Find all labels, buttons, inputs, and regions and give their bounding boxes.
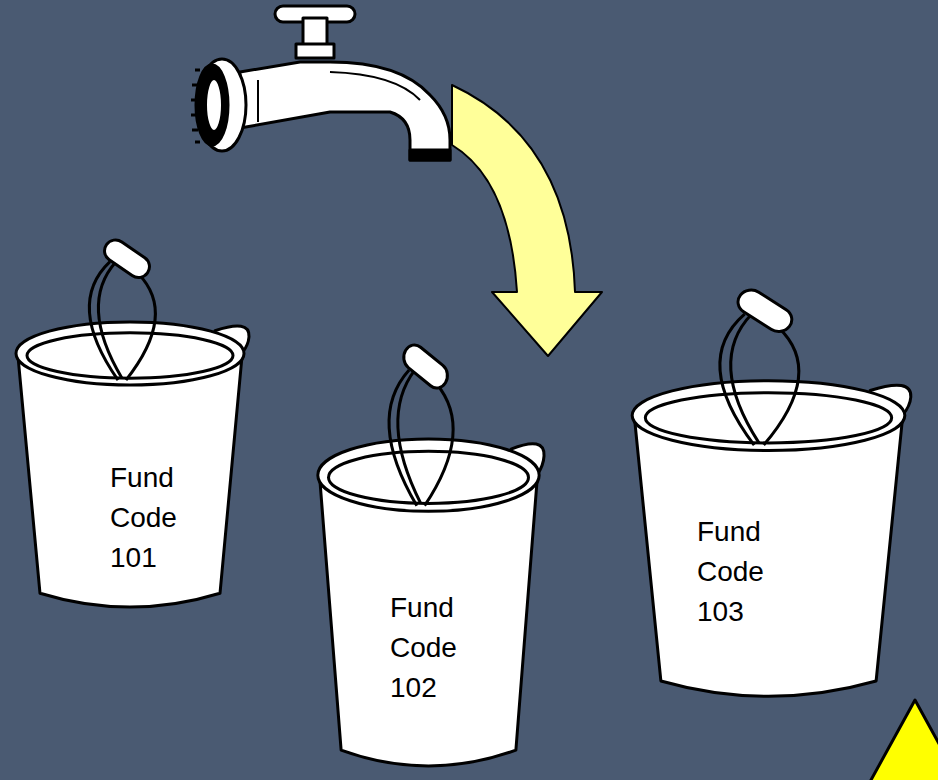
warning-triangle (860, 700, 938, 780)
fund-label: Fund Code 101 (110, 458, 177, 578)
fund-label: Fund Code 102 (390, 588, 457, 708)
bucket: Fund Code 101 (10, 240, 250, 615)
flow-arrow (452, 85, 602, 356)
bucket-outline (312, 345, 545, 775)
bucket: Fund Code 103 (625, 290, 912, 705)
fund-label: Fund Code 103 (697, 512, 764, 632)
faucet (191, 6, 450, 160)
bucket-outline (625, 290, 912, 705)
bucket: Fund Code 102 (312, 345, 545, 775)
